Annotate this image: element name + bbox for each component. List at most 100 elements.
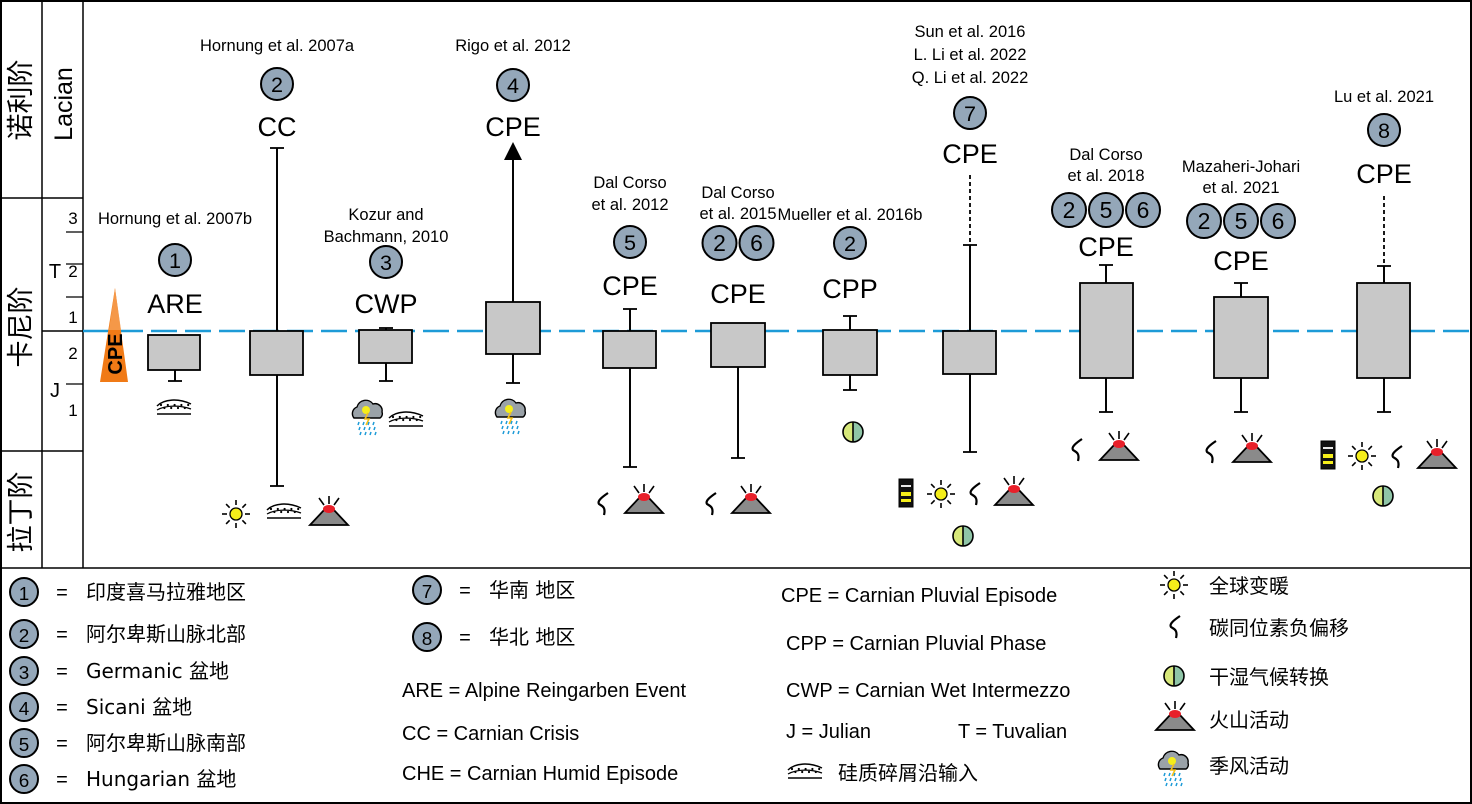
volcano-icon [1415, 439, 1459, 469]
carbon-isotope-excursion-icon [1169, 615, 1181, 639]
range-box [147, 334, 201, 371]
legend-region-name: 阿尔卑斯山脉北部 [86, 622, 246, 646]
study-reference: et al. 2012 [591, 196, 668, 214]
event-abbrev: ARE [147, 289, 203, 319]
range-box [1356, 282, 1411, 379]
region-number: 6 [1137, 197, 1150, 223]
legend-symbol-label: 碳同位素负偏移 [1209, 616, 1349, 640]
substage-t-label: T [49, 261, 61, 283]
region-number-badge: 1 [9, 577, 39, 607]
region-number-badge: 2 [833, 226, 867, 260]
legend-region-4: 4=Sicani 盆地 [9, 692, 192, 722]
range-box [602, 330, 657, 369]
sun-icon [222, 500, 250, 528]
carbon-isotope-excursion-icon [597, 492, 609, 516]
tick-j2: 2 [66, 344, 83, 385]
legend-abbreviation: CPE = Carnian Pluvial Episode [781, 585, 1057, 607]
wet-dry-shift-icon [842, 421, 864, 443]
region-number-badge: 5 [9, 728, 39, 758]
legend-region-3: 3=Germanic 盆地 [9, 656, 229, 686]
legend-region-name: Hungarian 盆地 [86, 767, 236, 791]
legend-region-2: 2 = 阿尔卑斯山脉北部 [9, 619, 246, 649]
region-number: 4 [507, 73, 519, 98]
event-abbrev: CPE [1078, 232, 1134, 262]
region-number: 2 [1063, 197, 1076, 223]
sediment-core-icon [898, 478, 914, 508]
region-number: 3 [380, 250, 392, 275]
tick-t1: 1 [66, 296, 83, 327]
study-reference: Sun et al. 2016 [914, 23, 1025, 41]
region-number-badge: 7 [953, 96, 987, 130]
volcano-icon [622, 484, 666, 514]
legend-equals: = [56, 624, 68, 646]
region-number-badge: 2 [9, 619, 39, 649]
range-box [249, 330, 304, 376]
svg-text:2: 2 [68, 344, 77, 363]
volcano-icon [1230, 433, 1274, 463]
siliciclastic-input-icon [388, 411, 424, 427]
legend-equals: = [56, 697, 68, 719]
legend-abbreviation: CWP = Carnian Wet Intermezzo [786, 680, 1070, 702]
region-number-badge: 6 [9, 764, 39, 794]
legend-equals: = [459, 580, 471, 602]
region-number-badge: 2 [701, 225, 738, 261]
svg-text:1: 1 [68, 308, 77, 327]
legend-abbreviation: T = Tuvalian [958, 721, 1067, 743]
legend-region-8: 8=华北 地区 [412, 622, 575, 652]
event-abbrev: CPE [602, 271, 658, 301]
stage-ladinian-cn: 拉丁阶 [6, 472, 37, 553]
legend-region-6: 6=Hungarian 盆地 [9, 764, 236, 794]
legend-equals: = [56, 733, 68, 755]
region-number: 6 [1272, 208, 1285, 234]
region-number: 4 [19, 699, 30, 720]
wet-dry-shift-icon [1372, 485, 1394, 507]
sun-icon [1160, 571, 1188, 599]
study-reference: Dal Corso [593, 174, 666, 192]
event-abbrev: CPE [942, 139, 998, 169]
region-number-badge: 6 [738, 225, 775, 261]
region-number-badge: 5 [1088, 192, 1124, 228]
carbon-isotope-excursion-icon [1391, 445, 1403, 469]
legend-region-name: 阿尔卑斯山脉南部 [86, 731, 246, 755]
region-number-badge: 1 [158, 243, 192, 277]
range-box [822, 329, 878, 376]
study-reference: et al. 2021 [1202, 179, 1279, 197]
legend-equals: = [56, 661, 68, 683]
carbon-isotope-excursion-icon [1071, 438, 1083, 462]
stage-norian-cn: 诺利阶 [6, 60, 37, 141]
legend-abbreviation: CPP = Carnian Pluvial Phase [786, 633, 1046, 655]
study-reference: et al. 2015 [699, 205, 776, 223]
volcano-icon [1153, 701, 1197, 731]
range-box [710, 322, 766, 368]
region-number-badge: 8 [1367, 113, 1401, 147]
siliciclastic-input-icon [156, 399, 192, 415]
legend-abbreviation: J = Julian [786, 721, 871, 743]
stage-norian-en: Lacian [50, 67, 78, 141]
region-number: 5 [19, 735, 30, 756]
carbon-isotope-excursion-icon [969, 482, 981, 506]
cpe-marker: CPE [100, 288, 128, 382]
study-reference: Mueller et al. 2016b [778, 206, 923, 224]
study-icons [156, 398, 1459, 547]
legend-symbol-label: 全球变暖 [1209, 574, 1289, 598]
legend-equals: = [459, 627, 471, 649]
siliciclastic-input-icon [787, 763, 823, 779]
siliciclastic-input-icon [266, 503, 302, 519]
legend-abbreviation: CC = Carnian Crisis [402, 723, 579, 745]
event-abbrev: CPE [1356, 159, 1412, 189]
monsoon-cloud-icon [494, 398, 527, 435]
region-number: 2 [19, 626, 30, 647]
event-abbrev: CC [258, 112, 297, 142]
region-number-badge: 5 [1223, 203, 1259, 239]
region-number: 7 [422, 582, 433, 603]
legend-region-7: 7=华南 地区 [412, 575, 575, 605]
